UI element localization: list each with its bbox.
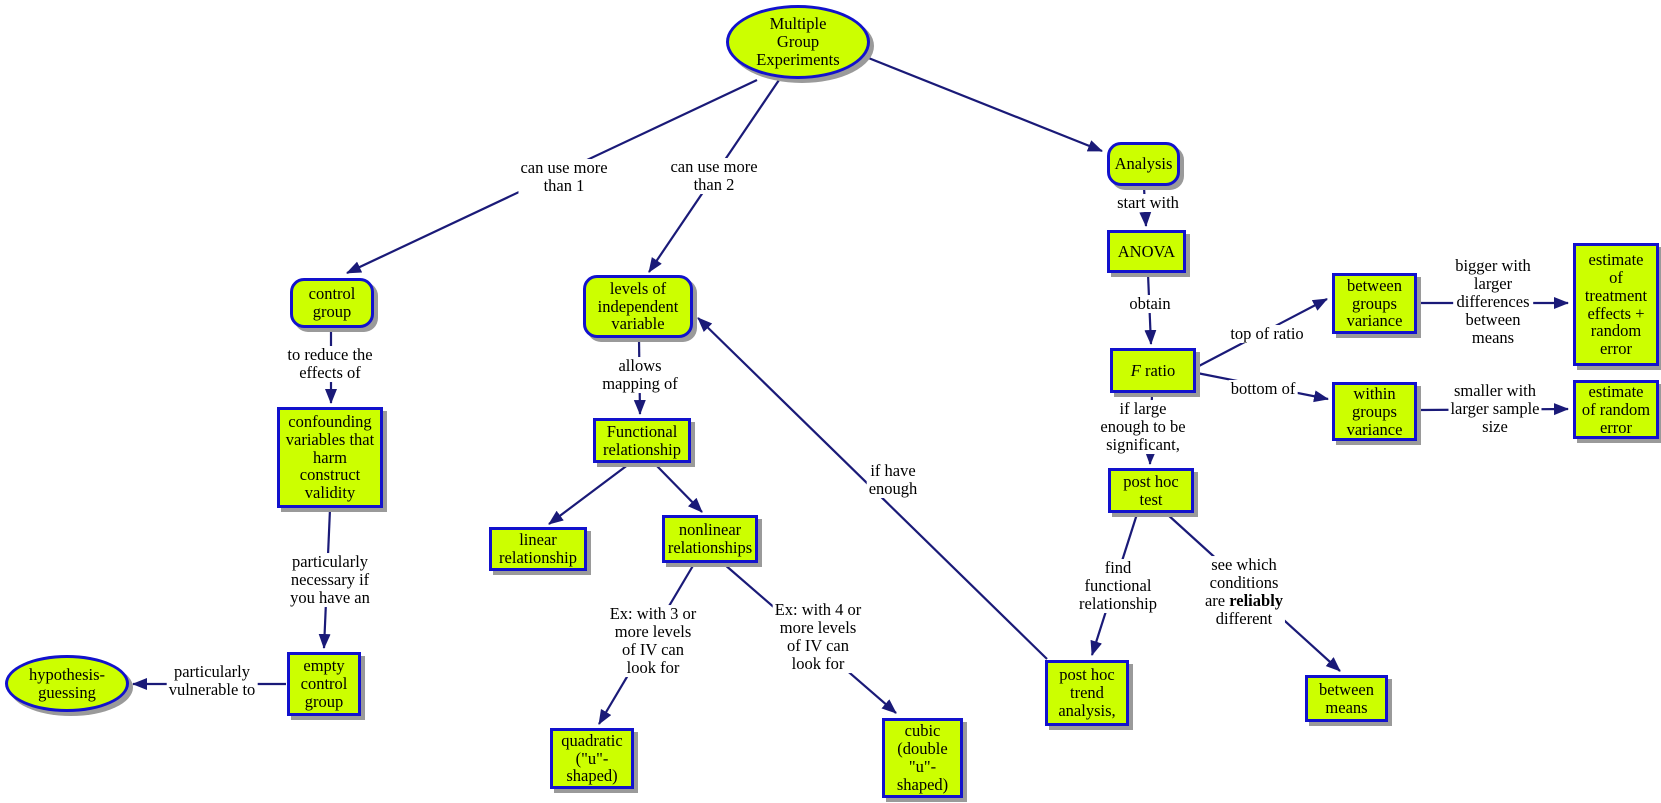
node-between-groups-variance: between groups variance — [1332, 273, 1417, 334]
node-hypothesis-guessing: hypothesis- guessing — [5, 655, 129, 712]
node-post-hoc-trend-analysis: post hoc trend analysis, — [1045, 660, 1129, 726]
node-cubic: cubic (double "u"- shaped) — [882, 718, 963, 798]
node-analysis-label: Analysis — [1114, 154, 1173, 173]
node-post-hoc-trend-analysis-label: post hoc trend analysis, — [1058, 665, 1116, 720]
node-analysis: Analysis — [1107, 142, 1180, 186]
edge-label-particularly-vulnerable: particularly vulnerable to — [166, 662, 258, 699]
edge-label-can-use-more-than-2: can use more than 2 — [668, 157, 760, 194]
edge-label-start-with: start with — [1115, 193, 1181, 213]
edge-label-obtain: obtain — [1127, 294, 1173, 314]
node-multiple-group-experiments-label: Multiple Group Experiments — [756, 14, 840, 69]
node-within-groups-variance: within groups variance — [1332, 382, 1417, 441]
see-which-bold: reliably — [1229, 591, 1284, 610]
edge-label-bottom-of: bottom of — [1228, 379, 1298, 399]
edge-mge-to-analysis — [865, 55, 1103, 153]
node-levels-of-iv: levels of independent variable — [583, 275, 693, 338]
edge-label-bigger-with: bigger with larger differences between m… — [1453, 256, 1533, 347]
node-between-means: between means — [1305, 675, 1388, 722]
edge-label-if-have-enough: if have enough — [866, 461, 920, 498]
node-control-group: control group — [290, 278, 374, 328]
edge-label-if-large-enough: if large enough to be significant, — [1098, 399, 1188, 454]
node-hypothesis-guessing-label: hypothesis- guessing — [28, 664, 106, 702]
node-f-ratio: F ratio — [1110, 348, 1196, 393]
node-estimate-random-error-label: estimate of random error — [1581, 381, 1651, 437]
node-estimate-random-error: estimate of random error — [1573, 380, 1659, 439]
node-confounding-variables: confounding variables that harm construc… — [277, 407, 383, 508]
node-multiple-group-experiments: Multiple Group Experiments — [726, 5, 870, 79]
node-f-ratio-rest: ratio — [1140, 360, 1176, 380]
edge-label-see-which-conditions: see which conditions are reliably differ… — [1202, 555, 1286, 628]
node-empty-control-group-label: empty control group — [300, 656, 348, 711]
node-confounding-variables-label: confounding variables that harm construc… — [285, 411, 375, 503]
edge-label-can-use-more-than-1: can use more than 1 — [518, 158, 610, 195]
node-anova-label: ANOVA — [1117, 241, 1176, 261]
node-control-group-label: control group — [308, 284, 356, 321]
edge-label-top-of-ratio: top of ratio — [1228, 324, 1306, 344]
node-estimate-treatment-effects: estimate of treatment effects + random e… — [1573, 243, 1659, 366]
node-cubic-label: cubic (double "u"- shaped) — [896, 721, 949, 794]
node-linear-relationship: linear relationship — [489, 527, 587, 571]
node-empty-control-group: empty control group — [287, 652, 361, 716]
node-linear-relationship-label: linear relationship — [499, 530, 577, 567]
node-f-ratio-italic: F — [1130, 360, 1141, 380]
edge-functional-to-linear — [548, 463, 630, 525]
edge-label-to-reduce-effects: to reduce the effects of — [285, 345, 375, 382]
node-functional-relationship: Functional relationship — [593, 418, 691, 463]
node-quadratic: quadratic ("u"- shaped) — [550, 728, 634, 789]
node-anova: ANOVA — [1107, 230, 1186, 273]
node-nonlinear-relationships-label: nonlinear relationships — [667, 520, 753, 557]
node-within-groups-variance-label: within groups variance — [1346, 383, 1403, 439]
edge-label-ex-with-3: Ex: with 3 or more levels of IV can look… — [607, 604, 699, 677]
node-between-groups-variance-label: between groups variance — [1346, 275, 1403, 331]
node-nonlinear-relationships: nonlinear relationships — [662, 515, 758, 563]
node-post-hoc-test-label: post hoc test — [1123, 471, 1179, 509]
node-post-hoc-test: post hoc test — [1108, 468, 1194, 513]
edge-label-smaller-with: smaller with larger sample size — [1448, 381, 1542, 436]
node-quadratic-label: quadratic ("u"- shaped) — [561, 730, 623, 786]
edge-label-allows-mapping: allows mapping of — [600, 356, 680, 393]
edge-functional-to-nonlinear — [654, 463, 703, 513]
edge-label-particularly-necessary: particularly necessary if you have an — [288, 552, 372, 607]
see-which-post: different — [1215, 608, 1273, 628]
edge-label-find-functional: find functional relationship — [1077, 558, 1159, 613]
see-which-pre: see which conditions are — [1204, 555, 1279, 610]
node-estimate-treatment-effects-label: estimate of treatment effects + random e… — [1584, 249, 1648, 359]
node-levels-of-iv-label: levels of independent variable — [597, 278, 679, 334]
node-between-means-label: between means — [1319, 679, 1374, 717]
edge-label-ex-with-4: Ex: with 4 or more levels of IV can look… — [772, 600, 864, 673]
node-functional-relationship-label: Functional relationship — [603, 421, 681, 459]
